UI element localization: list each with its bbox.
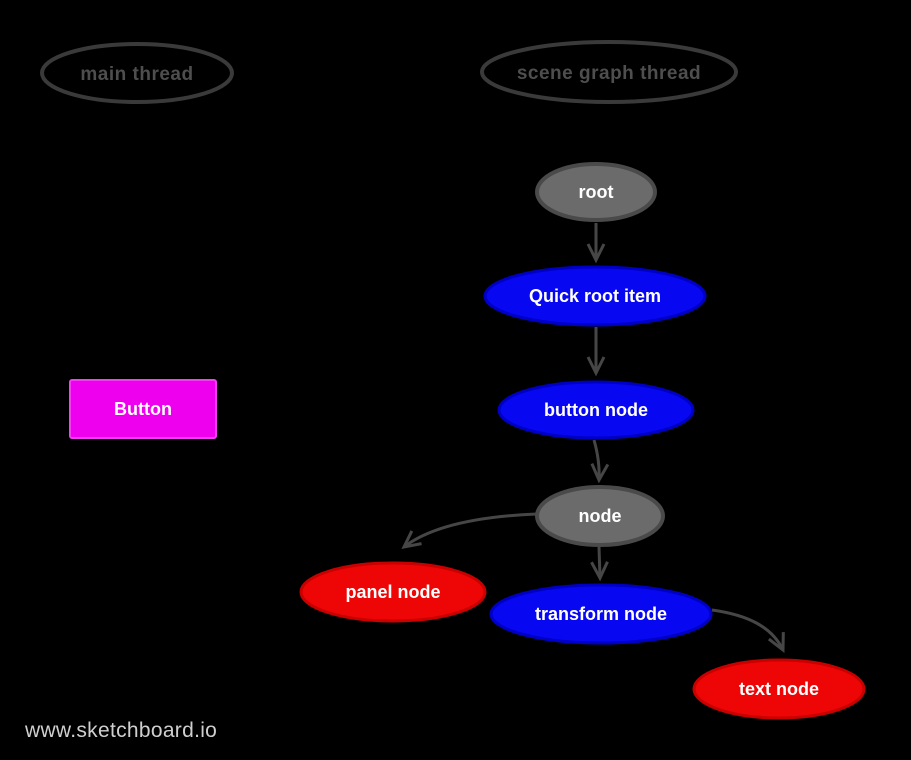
node-root[interactable]: root — [535, 162, 657, 222]
button-shape-label: Button — [114, 399, 172, 419]
lane-scene-graph-thread-shape[interactable] — [480, 40, 738, 104]
node-node-label: node — [579, 506, 622, 526]
node-transform-node-shape[interactable] — [489, 583, 713, 645]
node-quick-root-item-shape[interactable] — [483, 265, 707, 327]
node-panel-node-label: panel node — [345, 582, 440, 602]
lane-main-thread[interactable]: main thread — [40, 42, 234, 104]
node-text-node[interactable]: text node — [692, 658, 866, 720]
button-shape[interactable] — [69, 379, 217, 439]
button-shape-group[interactable]: Button — [69, 379, 217, 439]
lane-main-thread-label: main thread — [80, 64, 193, 85]
edge-transform-node-to-text-node[interactable] — [711, 608, 785, 654]
lane-scene-graph-thread[interactable]: scene graph thread — [480, 40, 738, 104]
node-transform-node-label: transform node — [535, 604, 667, 624]
lane-main-thread-shape[interactable] — [40, 42, 234, 104]
node-transform-node[interactable]: transform node — [489, 583, 713, 645]
node-text-node-shape[interactable] — [692, 658, 866, 720]
node-node[interactable]: node — [535, 485, 665, 547]
node-root-label: root — [579, 182, 614, 202]
node-panel-node[interactable]: panel node — [299, 561, 487, 623]
edge-node-to-panel-node[interactable] — [401, 512, 538, 550]
edge-button-node-to-node[interactable] — [590, 439, 610, 484]
node-quick-root-item-label: Quick root item — [529, 286, 661, 306]
edges-layer — [401, 223, 785, 654]
node-text-node-label: text node — [739, 679, 819, 699]
node-button-node-shape[interactable] — [497, 380, 695, 440]
edge-node-to-transform-node[interactable] — [590, 546, 609, 582]
node-root-shape[interactable] — [535, 162, 657, 222]
lane-scene-graph-thread-label: scene graph thread — [517, 63, 701, 84]
node-quick-root-item[interactable]: Quick root item — [483, 265, 707, 327]
node-node-shape[interactable] — [535, 485, 665, 547]
watermark-text: www.sketchboard.io — [24, 719, 217, 742]
node-panel-node-shape[interactable] — [299, 561, 487, 623]
node-button-node-label: button node — [544, 400, 648, 420]
node-button-node[interactable]: button node — [497, 380, 695, 440]
